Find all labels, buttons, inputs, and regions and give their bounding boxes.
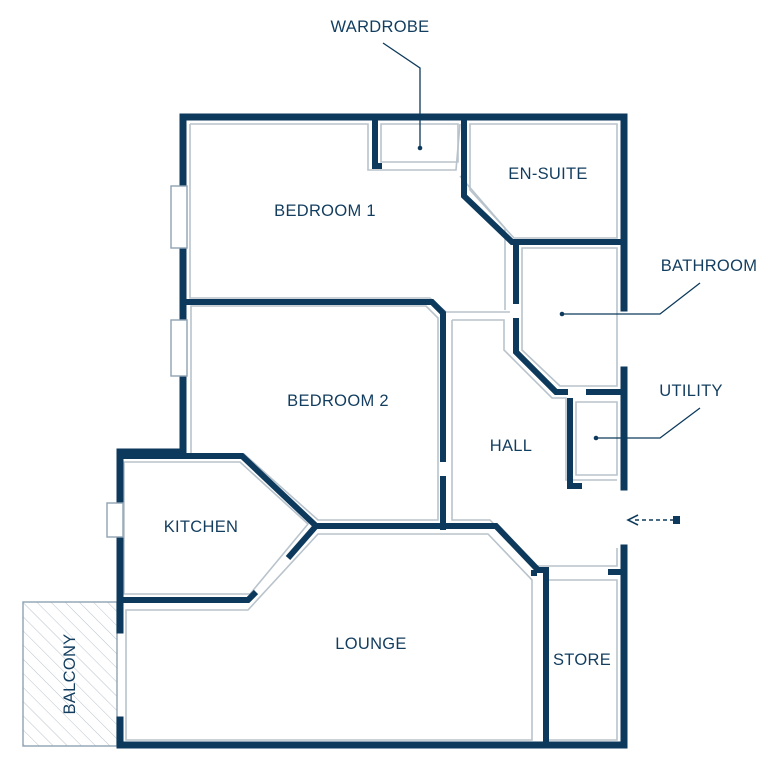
label-bathroom: BATHROOM [661,257,758,275]
label-lounge: LOUNGE [335,635,406,653]
entrance-arrow-icon [626,514,680,526]
bathroom-leader [562,282,701,315]
label-hall: HALL [490,437,532,455]
utility-leader [596,407,701,439]
internal-walls [122,120,624,745]
wardrobe-leader [382,42,421,148]
balcony-area [22,601,118,747]
label-bedroom1: BEDROOM 1 [274,202,376,220]
window-bedroom1 [170,185,188,249]
outer-walls [116,113,628,749]
label-leaders [382,42,701,441]
room-labels: WARDROBE EN-SUITE BEDROOM 1 BATHROOM BED… [61,18,757,714]
label-balcony: BALCONY [61,634,79,715]
label-bedroom2: BEDROOM 2 [287,392,389,410]
label-store: STORE [553,651,611,669]
label-kitchen: KITCHEN [164,518,239,536]
label-ensuite: EN-SUITE [508,165,587,183]
windows [106,185,188,538]
window-bedroom2 [170,319,188,377]
label-utility: UTILITY [659,382,723,400]
window-kitchen [106,502,124,538]
label-wardrobe: WARDROBE [331,18,430,36]
